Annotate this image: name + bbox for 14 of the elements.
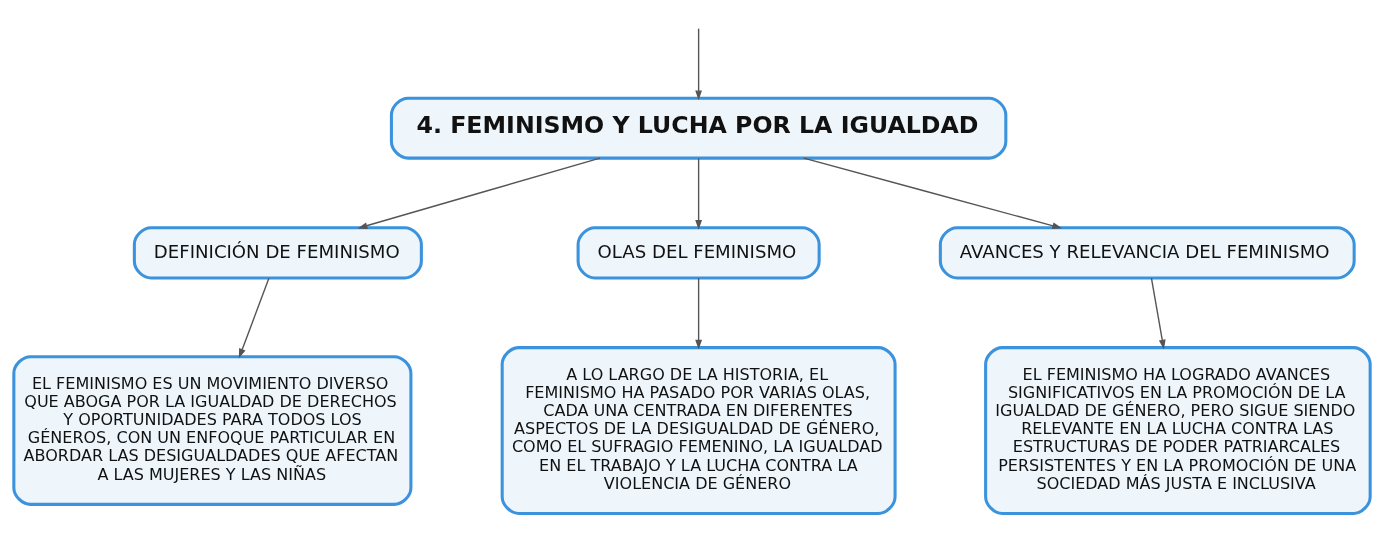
- arrow: [357, 156, 601, 229]
- arrow: [238, 277, 270, 358]
- node-box: OLAS DEL FEMINISMO: [576, 225, 821, 279]
- arrow: [1150, 277, 1166, 349]
- node-box: AVANCES Y RELEVANCIA DEL FEMINISMO: [938, 225, 1356, 279]
- node-box: A LO LARGO DE LA HISTORIA, EL FEMINISMO HA PASADO POR VARIAS OLAS, CADA UNA CENTRADA EN DIFERENTES ASPECTOS DE LA DESIGUALDAD DE GÉNERO, COMO EL SUFRAGIO FEMENINO, LA IGUALDAD EN EL TRABAJO Y LA LUCHA CONTRA LA VIOLENCIA DE GÉNERO: [500, 345, 897, 515]
- arrow: [803, 156, 1063, 229]
- arrow: [695, 157, 703, 230]
- node-box: 4. FEMINISMO Y LUCHA POR LA IGUALDAD: [389, 96, 1008, 160]
- arrow: [695, 27, 703, 100]
- arrow: [695, 277, 703, 349]
- node-box: EL FEMINISMO ES UN MOVIMIENTO DIVERSO QUE ABOGA POR LA IGUALDAD DE DERECHOS Y OPORTUNIDADES PARA TODOS LOS GÉNEROS, CON UN ENFOQUE PARTICULAR EN ABORDAR LAS DESIGUALDADES QUE AFECTAN A LAS MUJERES Y LAS NIÑAS: [12, 354, 413, 506]
- node-box: EL FEMINISMO HA LOGRADO AVANCES SIGNIFICATIVOS EN LA PROMOCIÓN DE LA IGUALDAD DE GÉNERO, PERO SIGUE SIENDO RELEVANTE EN LA LUCHA CONTRA LAS ESTRUCTURAS DE PODER PATRIARCALES PERSISTENTES Y EN LA PROMOCIÓN DE UNA SOCIEDAD MÁS JUSTA E INCLUSIVA: [984, 345, 1372, 515]
- node-box: DEFINICIÓN DE FEMINISMO: [132, 225, 423, 279]
